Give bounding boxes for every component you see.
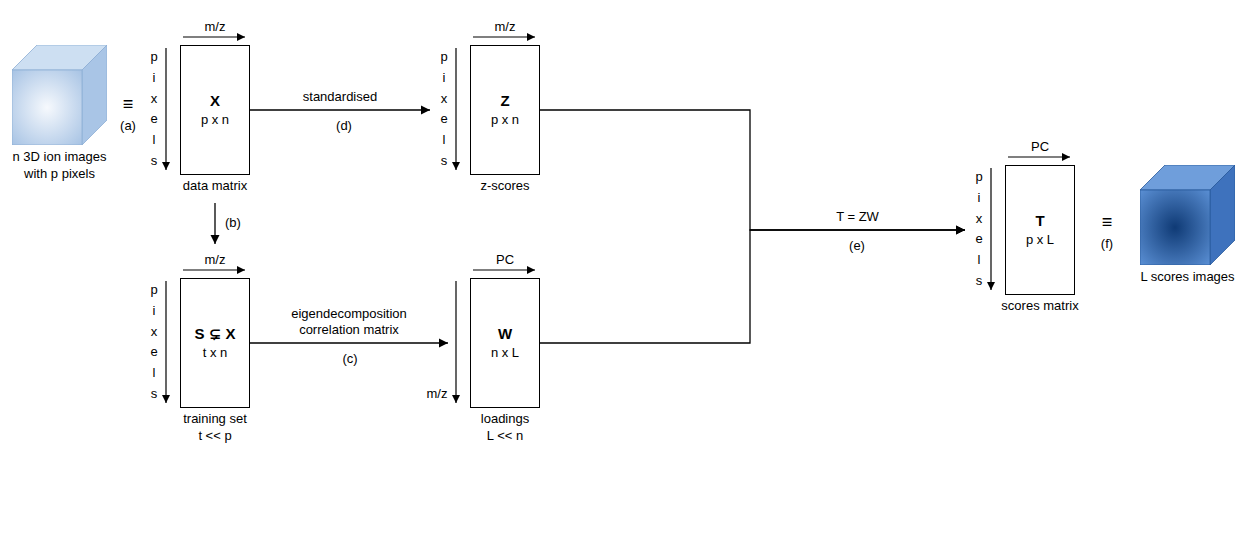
matrix-dimension: n x L (491, 344, 519, 362)
caption-group: scores matrix (1001, 298, 1078, 315)
flow-arrow (540, 110, 965, 230)
axis-arrow (455, 48, 456, 170)
matrix-dimension: p x n (491, 111, 519, 129)
arrow-label: eigendecomposition correlation matrix (272, 306, 426, 339)
matrix-dimension: t x n (203, 344, 228, 362)
axis-arrow (165, 281, 166, 403)
flow-arrow (540, 230, 965, 343)
node-caption: training set (183, 411, 247, 428)
matrix-dimension: p x L (1026, 231, 1054, 249)
caption-group: training sett << p (183, 411, 247, 445)
caption-group: loadingsL << n (481, 411, 529, 445)
matrix-box: Xp x ndata matrix (180, 45, 250, 175)
node-caption: t << p (183, 428, 247, 445)
node-caption: z-scores (480, 178, 529, 195)
axis-label: m/z (495, 19, 516, 35)
matrix-box: Wn x LloadingsL << n (470, 278, 540, 408)
matrix-box: S ⊊ Xt x ntraining sett << p (180, 278, 250, 408)
axis-label: pixels (150, 47, 158, 172)
node-caption: loadings (481, 411, 529, 428)
caption-group: z-scores (480, 178, 529, 195)
box-content: Xp x n (201, 91, 229, 129)
flow-arrow (214, 203, 215, 244)
step-letter: (d) (336, 118, 352, 134)
scores-image-cube: L scores images (1140, 165, 1235, 265)
cube-shape (12, 45, 107, 145)
equivalence-symbol: ≡ (123, 94, 134, 116)
axis-arrow (473, 269, 535, 270)
node-caption: L << n (481, 428, 529, 445)
box-content: S ⊊ Xt x n (195, 324, 236, 362)
cube-shape (1140, 165, 1235, 265)
step-letter: (c) (342, 351, 357, 367)
caption-group: L scores images (1132, 269, 1244, 286)
axis-label: m/z (205, 19, 226, 35)
ion-image-cube: n 3D ion images with p pixels (12, 45, 107, 145)
axis-label: pixels (150, 280, 158, 405)
axis-arrow (1008, 156, 1070, 157)
axis-arrow (473, 36, 535, 37)
axis-label: PC (1031, 139, 1049, 155)
node-caption: data matrix (183, 178, 247, 195)
equivalence-symbol: ≡ (1102, 212, 1113, 234)
axis-arrow (183, 269, 245, 270)
node-caption: scores matrix (1001, 298, 1078, 315)
matrix-symbol: S ⊊ X (195, 324, 236, 344)
step-letter: (f) (1101, 236, 1113, 252)
axis-label: pixels (975, 167, 983, 292)
matrix-symbol: W (498, 324, 512, 344)
caption-group: data matrix (183, 178, 247, 195)
matrix-symbol: X (210, 91, 220, 111)
cube-face (1140, 190, 1210, 265)
step-letter: (e) (849, 238, 865, 254)
matrix-box: Zp x nz-scores (470, 45, 540, 175)
axis-label: m/z (205, 252, 226, 268)
cube-face (1210, 165, 1235, 265)
node-caption: L scores images (1132, 269, 1244, 286)
axis-label: PC (496, 252, 514, 268)
axis-arrow (990, 168, 991, 290)
flow-arrow (250, 342, 448, 343)
box-content: Tp x L (1026, 211, 1054, 249)
cube-face (82, 45, 107, 145)
matrix-box: Tp x Lscores matrix (1005, 165, 1075, 295)
axis-arrow (183, 36, 245, 37)
matrix-symbol: T (1035, 211, 1044, 231)
node-caption: n 3D ion images with p pixels (4, 149, 116, 183)
axis-arrow (455, 281, 456, 403)
axis-label: pixels (440, 47, 448, 172)
cube-face (12, 70, 82, 145)
axis-label: m/z (427, 386, 448, 402)
arrow-label: (b) (223, 215, 243, 231)
box-content: Wn x L (491, 324, 519, 362)
arrow-label: standardised (301, 89, 379, 105)
box-content: Zp x n (491, 91, 519, 129)
caption-group: n 3D ion images with p pixels (4, 149, 116, 183)
matrix-symbol: Z (500, 91, 509, 111)
matrix-dimension: p x n (201, 111, 229, 129)
arrow-label: T = ZW (834, 209, 881, 225)
axis-arrow (165, 48, 166, 170)
step-letter: (a) (120, 118, 136, 134)
flow-arrow (250, 109, 430, 110)
